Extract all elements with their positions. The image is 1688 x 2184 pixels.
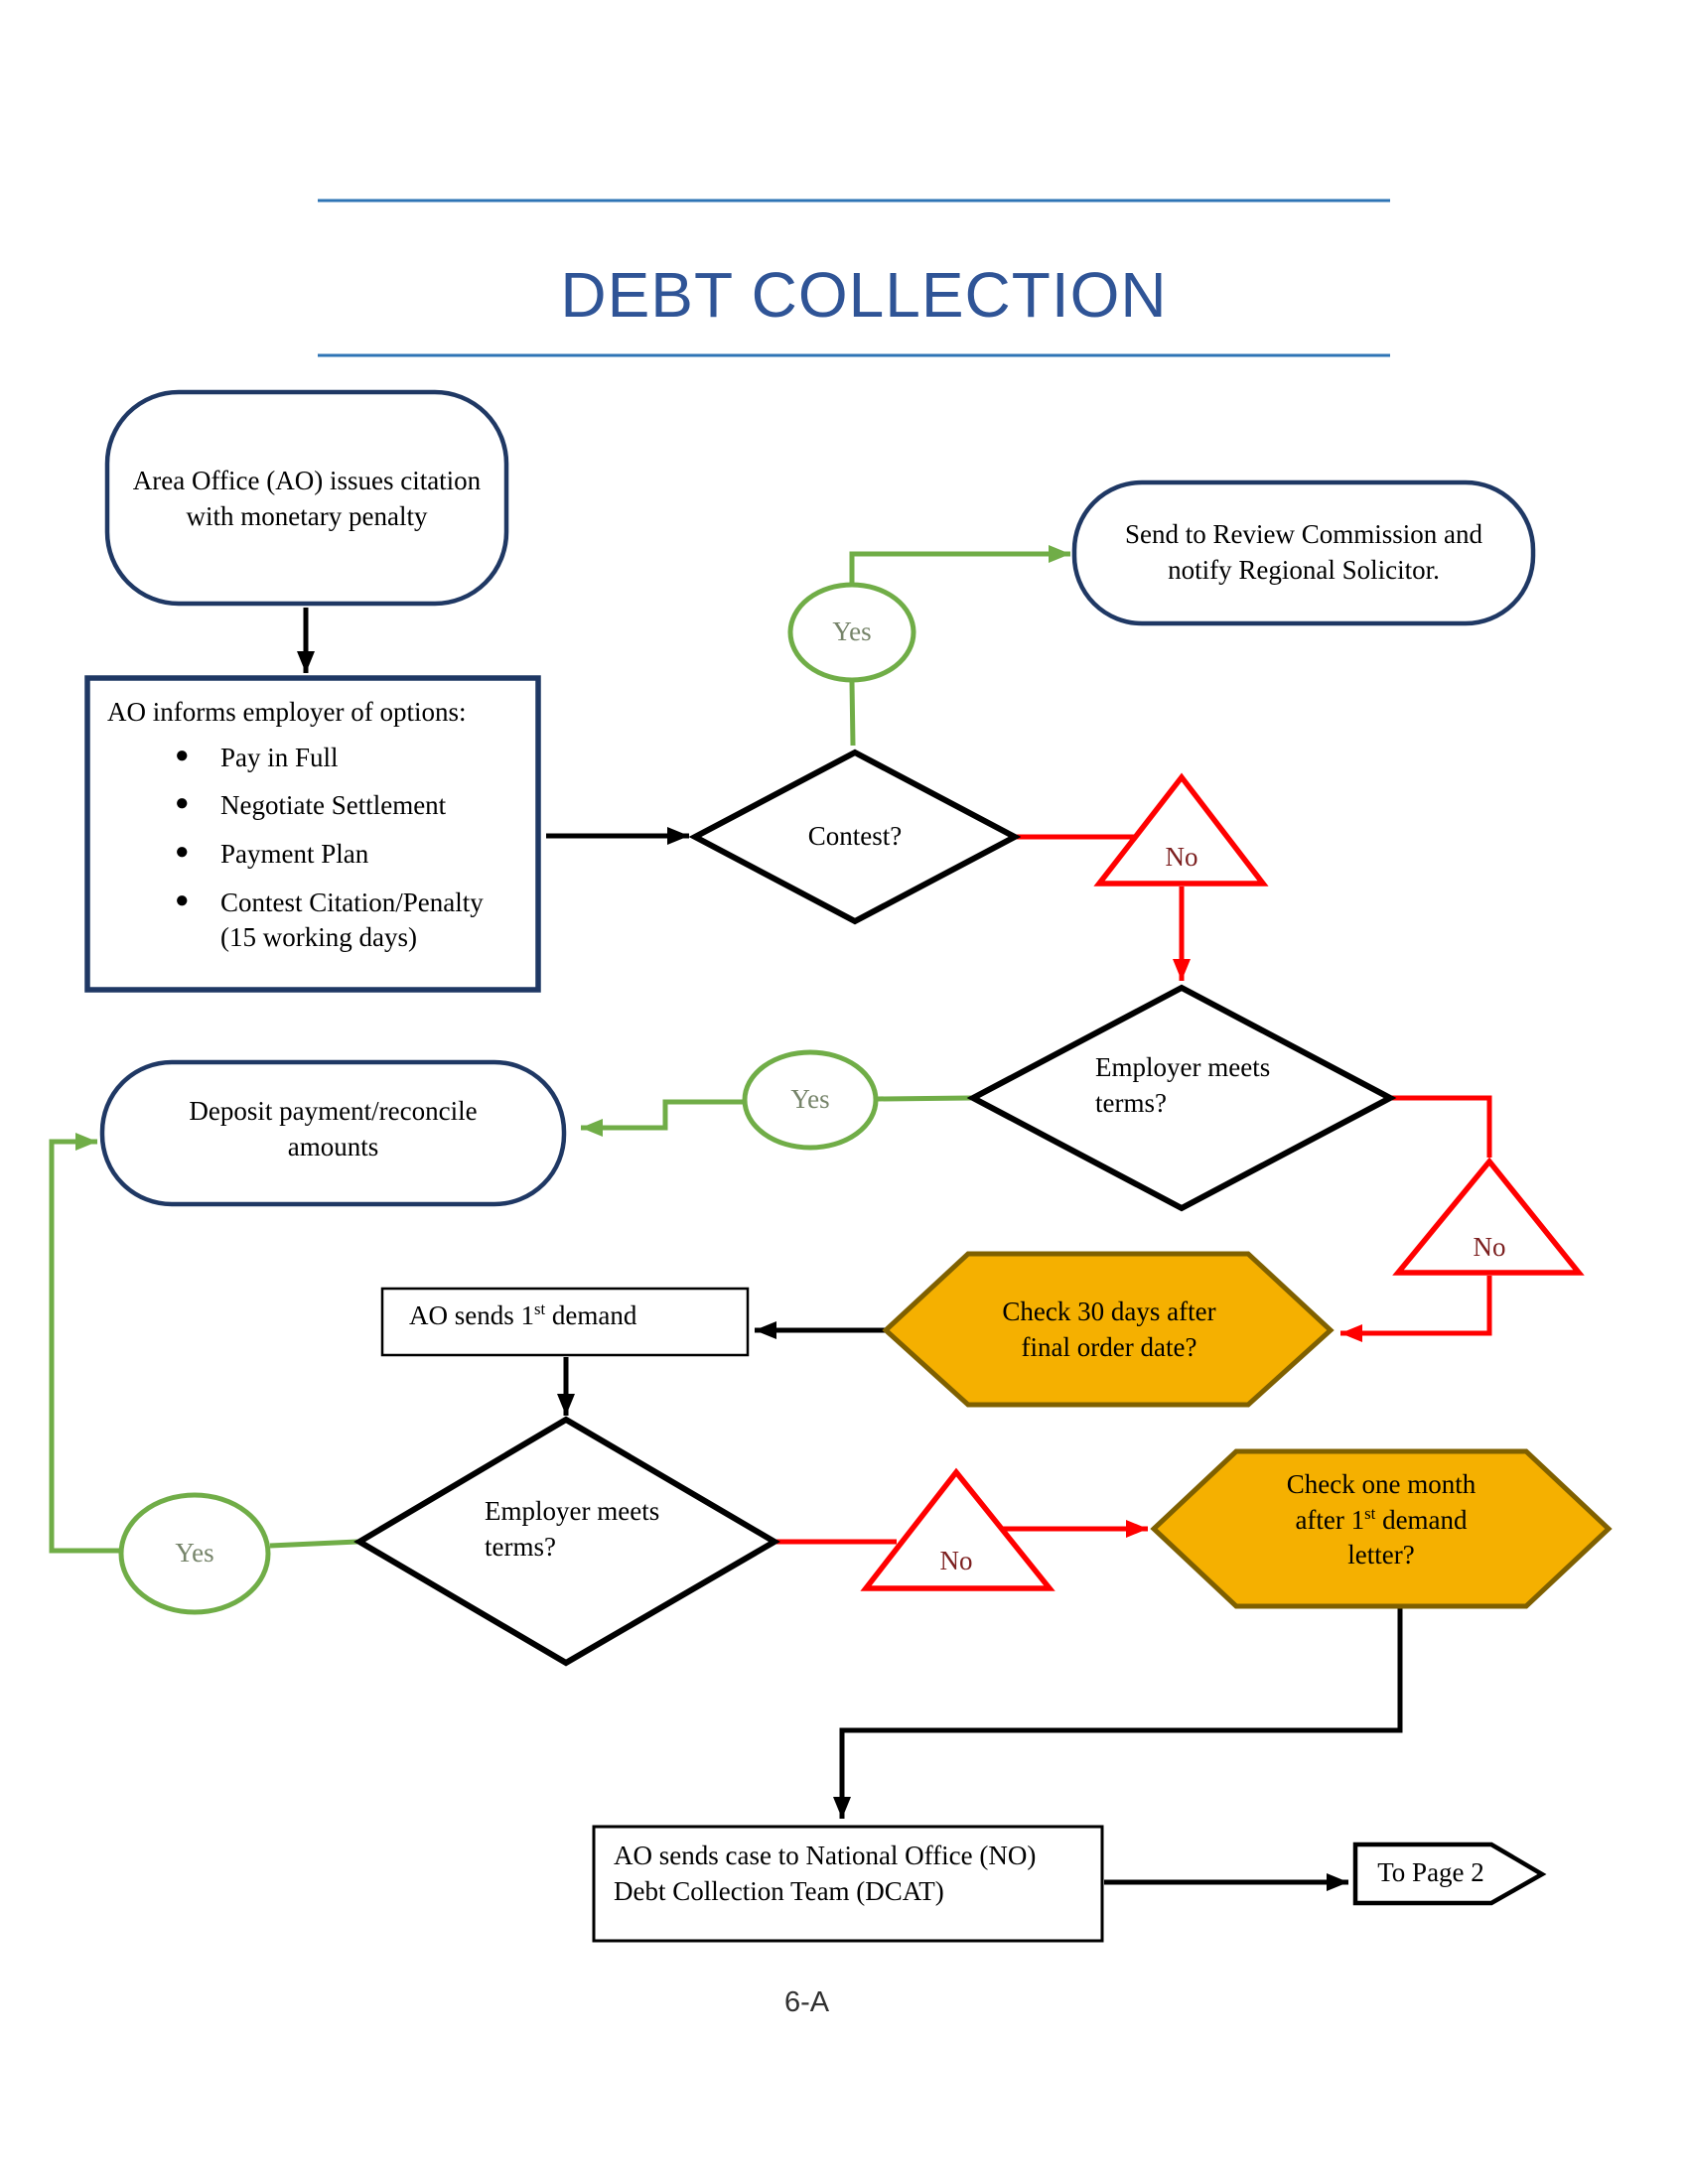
arrow-check-month-to-dcat: [833, 1608, 1403, 1819]
yes2-ellipse-shape: [742, 1049, 879, 1151]
dcat-node-label: AO sends case to National Office (NO) De…: [614, 1841, 1037, 1906]
meets-terms2-diamond-label: Employer meets terms?: [485, 1496, 660, 1562]
bullet-icon: ●: [175, 887, 190, 913]
meets-terms1-diamond-shape: [966, 984, 1397, 1212]
yes3-ellipse-shape: [118, 1492, 271, 1615]
send-review-node-label: Send to Review Commission and notify Reg…: [1125, 519, 1482, 585]
dcat-node-shape: [592, 1825, 1104, 1943]
line-meets-terms1-to-no2: [1390, 1095, 1492, 1158]
line-meets-terms2-to-yes3: [269, 1539, 358, 1549]
contest-diamond-label: Contest?: [807, 821, 903, 852]
deposit-node-label: Deposit payment/reconcile amounts: [189, 1096, 478, 1161]
check-month-line3: letter?: [1347, 1540, 1415, 1570]
meets-terms1-diamond-label: Employer meets terms?: [1095, 1052, 1271, 1118]
options-node-shape: [84, 675, 541, 993]
check-month-hexagon-shape: [1150, 1448, 1613, 1609]
options-bullet-item: ● Negotiate Settlement: [175, 788, 524, 824]
check30-hexagon-label: Check 30 days after final order date?: [1002, 1296, 1216, 1362]
check30-hexagon-shape: [882, 1251, 1335, 1408]
no3-triangle-shape: [860, 1467, 1055, 1591]
first-demand-node-shape: [380, 1287, 750, 1357]
arrow-yes2-to-deposit: [581, 1099, 745, 1137]
no1-label: No: [1165, 842, 1198, 873]
yes2-label: Yes: [790, 1084, 830, 1115]
options-bullet-text: Negotiate Settlement: [220, 790, 447, 821]
first-demand-text-suffix: demand: [545, 1300, 637, 1330]
first-demand-ordinal: st: [534, 1299, 546, 1318]
to-page2-label: To Page 2: [1377, 1857, 1484, 1888]
line-meets-terms1-to-yes2: [877, 1095, 972, 1102]
bullet-icon: ●: [175, 790, 190, 817]
line-yes1-to-contest: [849, 681, 856, 747]
page-title: DEBT COLLECTION: [560, 259, 1168, 331]
start-node-label: Area Office (AO) issues citation with mo…: [132, 465, 482, 531]
no1-triangle-shape: [1093, 772, 1269, 887]
options-bullet-item: ● Payment Plan: [175, 837, 524, 873]
options-bullet-text: Payment Plan: [220, 838, 369, 869]
first-demand-node-label: AO sends 1st demand: [409, 1298, 742, 1334]
check-month-hexagon-label: Check one month after 1st demand letter?: [1236, 1467, 1526, 1573]
check-month-line2: after 1st demand: [1236, 1503, 1526, 1539]
no2-label: No: [1473, 1232, 1506, 1263]
check-month-line2-suffix: demand: [1375, 1504, 1468, 1535]
options-node-label: AO informs employer of options: ● Pay in…: [107, 695, 524, 969]
arrow-yes1-to-review: [849, 545, 1070, 588]
start-node-shape: [104, 389, 509, 607]
check-month-line2-text: after 1: [1295, 1504, 1365, 1535]
send-review-node-shape: [1071, 479, 1536, 626]
arrow-yes3-loop-to-deposit: [49, 1133, 121, 1554]
yes1-ellipse-shape: [787, 582, 916, 683]
yes1-label: Yes: [832, 616, 872, 647]
contest-diamond-shape: [688, 749, 1022, 925]
to-page2-shape: [1352, 1842, 1547, 1906]
first-demand-text: AO sends 1: [409, 1300, 534, 1330]
no2-triangle-shape: [1392, 1157, 1585, 1276]
options-bullet-item: ● Contest Citation/Penalty (15 working d…: [175, 886, 524, 956]
check-month-line1: Check one month: [1286, 1469, 1477, 1499]
meets-terms2-diamond-shape: [353, 1416, 780, 1667]
deposit-node-shape: [99, 1059, 567, 1207]
options-intro: AO informs employer of options:: [107, 697, 467, 727]
options-bullet-list: ● Pay in Full ● Negotiate Settlement ● P…: [107, 741, 524, 956]
options-bullet-text: Contest Citation/Penalty (15 working day…: [220, 887, 484, 953]
options-bullet-text: Pay in Full: [220, 742, 339, 772]
page-number: 6-A: [784, 1986, 830, 2018]
check-month-ordinal: st: [1364, 1503, 1376, 1523]
yes3-label: Yes: [175, 1538, 214, 1569]
options-bullet-item: ● Pay in Full: [175, 741, 524, 776]
arrow-no2-to-check30: [1340, 1276, 1492, 1342]
no3-label: No: [939, 1546, 973, 1576]
bullet-icon: ●: [175, 838, 190, 865]
bullet-icon: ●: [175, 742, 190, 768]
